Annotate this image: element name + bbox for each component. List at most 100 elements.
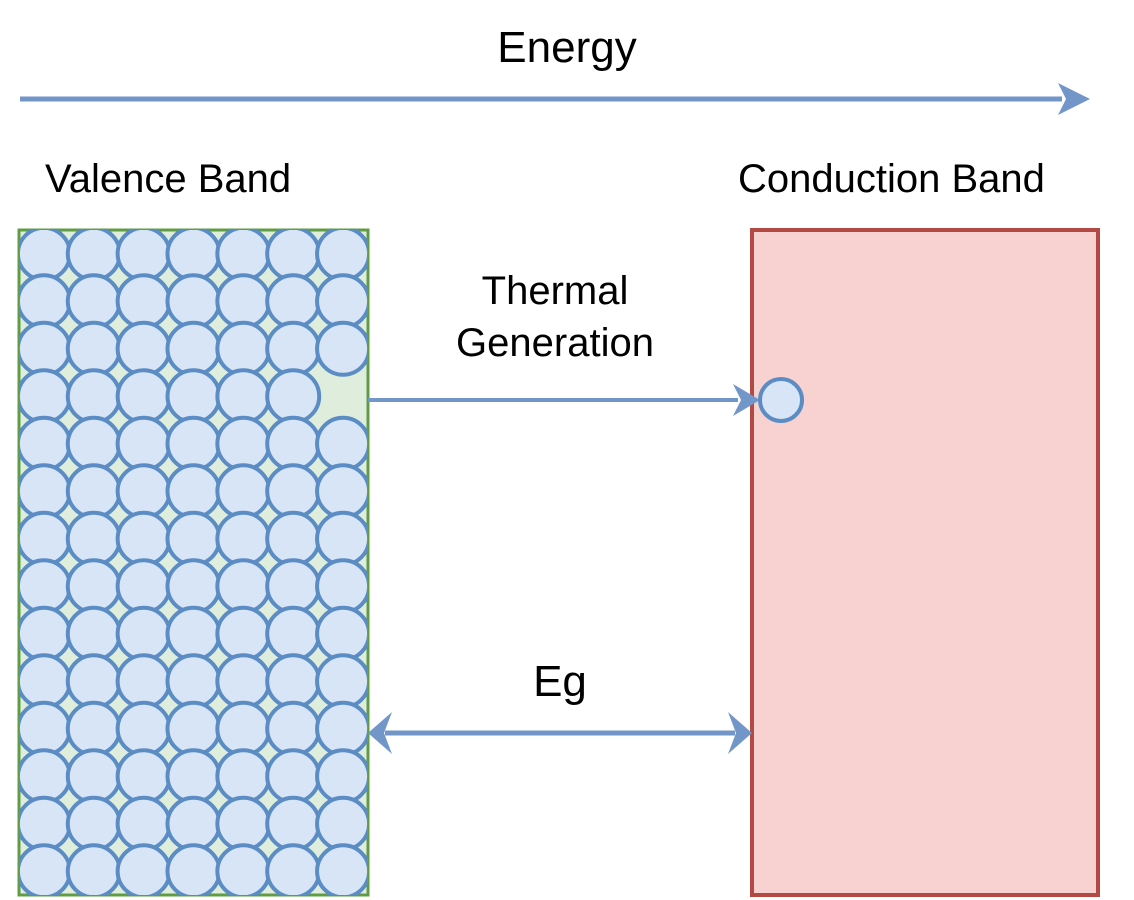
valence-electron-circle (315, 700, 368, 757)
thermal-generation-label: Thermal Generation (405, 265, 705, 369)
energy-axis-label: Energy (497, 23, 637, 72)
valence-electron-circle (315, 653, 368, 710)
valence-electron-circle (265, 605, 322, 662)
valence-electron-circle (165, 463, 222, 520)
valence-electron-circle (265, 368, 322, 425)
valence-electron-circle (115, 795, 172, 852)
valence-electron-circle (315, 843, 368, 895)
valence-electron-circle (315, 320, 368, 377)
valence-electron-circle (65, 320, 122, 377)
valence-electron-circle (115, 463, 172, 520)
valence-electron-circle (165, 320, 222, 377)
valence-electron-circle (19, 510, 72, 567)
valence-electron-circle (65, 415, 122, 472)
valence-electron-circle (265, 230, 322, 282)
valence-electron-circle (115, 605, 172, 662)
valence-electron-circle (65, 653, 122, 710)
energy-axis-arrow (20, 83, 1090, 115)
valence-electron-circle (265, 700, 322, 757)
valence-electron-circle (265, 558, 322, 615)
valence-electron-circle (115, 368, 172, 425)
valence-electron-circle (65, 230, 122, 282)
valence-electron-circle (315, 510, 368, 567)
valence-electron-circle (19, 368, 72, 425)
valence-electron-circle (265, 463, 322, 520)
valence-electron-circle (265, 795, 322, 852)
valence-electron-circle (115, 653, 172, 710)
valence-electron-circle (215, 463, 272, 520)
valence-electron-circle (215, 273, 272, 330)
valence-electron-circle (215, 795, 272, 852)
valence-electron-circle (165, 273, 222, 330)
valence-electron-circle (165, 795, 222, 852)
valence-electron-circle (19, 795, 72, 852)
valence-electron-circle (165, 700, 222, 757)
valence-electron-circle (65, 463, 122, 520)
band-gap-arrow (368, 712, 752, 754)
valence-electron-circle (65, 605, 122, 662)
valence-electron-circle (215, 700, 272, 757)
valence-electron-circle (115, 510, 172, 567)
valence-electron-circle (165, 230, 222, 282)
valence-band-label: Valence Band (45, 157, 292, 201)
valence-electron-circle (265, 653, 322, 710)
valence-electron-circle (115, 558, 172, 615)
valence-electron-circle (315, 273, 368, 330)
valence-electron-circle (165, 605, 222, 662)
valence-electron-circle (165, 843, 222, 895)
valence-electron-circle (115, 273, 172, 330)
valence-electron-circle (315, 748, 368, 805)
valence-electron-circle (265, 843, 322, 895)
valence-electron-circle (215, 415, 272, 472)
valence-electron-circle (19, 653, 72, 710)
conduction-band-label: Conduction Band (738, 157, 1045, 201)
valence-electron-circle (315, 558, 368, 615)
valence-electron-circle (215, 748, 272, 805)
valence-electron-circle (19, 320, 72, 377)
valence-electron-circle (215, 558, 272, 615)
valence-electron-circle (165, 510, 222, 567)
thermal-generation-label-line2: Generation (456, 321, 654, 365)
valence-electron-circle (215, 843, 272, 895)
valence-electron-circle (65, 273, 122, 330)
valence-electron-circle (115, 843, 172, 895)
valence-electron-circle (165, 558, 222, 615)
valence-electron-circle (215, 653, 272, 710)
valence-electron-circle (165, 653, 222, 710)
valence-electron-circle (315, 463, 368, 520)
valence-electron-circle (265, 415, 322, 472)
valence-electron-circle (19, 230, 72, 282)
valence-electron-circle (65, 368, 122, 425)
valence-electron-circle (315, 415, 368, 472)
valence-electron-circle (65, 748, 122, 805)
valence-electron-circle (19, 558, 72, 615)
valence-electron-circle (215, 320, 272, 377)
valence-electron-circle (215, 230, 272, 282)
valence-electron-circle (115, 415, 172, 472)
valence-electron-circle (165, 415, 222, 472)
valence-electron-circle (115, 320, 172, 377)
valence-electron-circle (315, 605, 368, 662)
valence-electron-circle (19, 605, 72, 662)
valence-electron-circle (19, 843, 72, 895)
valence-electron-circle (65, 795, 122, 852)
band-gap-label: Eg (533, 657, 587, 706)
valence-electron-circle (19, 273, 72, 330)
thermal-generation-arrow (368, 384, 760, 416)
valence-electron-circle (165, 368, 222, 425)
valence-electron-circle (19, 463, 72, 520)
valence-band-box (17, 228, 370, 897)
valence-electron-circle (19, 748, 72, 805)
valence-electron-circle (19, 700, 72, 757)
valence-electron-circle (315, 230, 368, 282)
valence-electron-circle (165, 748, 222, 805)
valence-electron-circle (265, 273, 322, 330)
conduction-band-box (750, 228, 1100, 897)
valence-electron-circle (65, 510, 122, 567)
valence-electron-circle (265, 320, 322, 377)
valence-electron-circle (265, 510, 322, 567)
valence-electron-circle (115, 748, 172, 805)
free-electron-circle (758, 377, 804, 423)
